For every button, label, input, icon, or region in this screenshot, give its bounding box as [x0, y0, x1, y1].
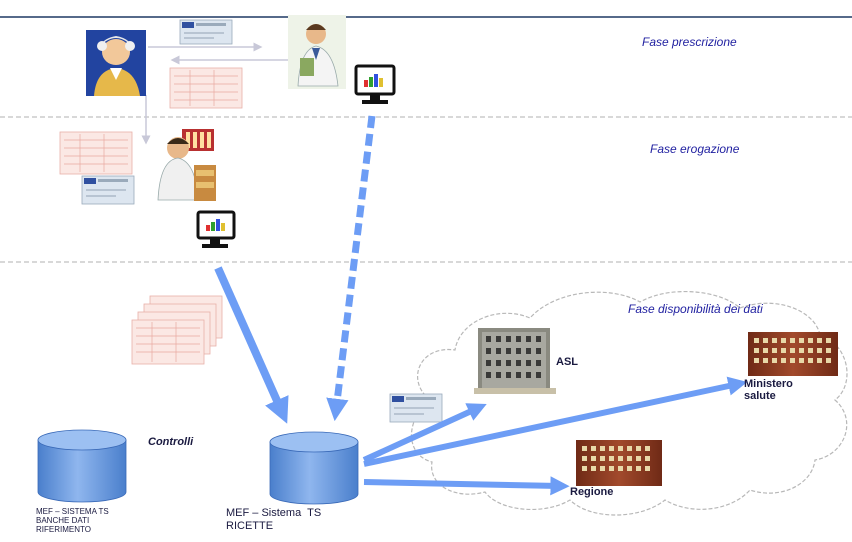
controlli-label: Controlli — [148, 436, 194, 448]
db-center-caption-line1: MEF – Sistema TS — [226, 507, 322, 519]
health-card-icon — [389, 393, 443, 423]
db-center-caption: MEF – Sistema TS RICETTE — [226, 507, 321, 533]
phase-label-disponibilita: Fase disponibilità dei dati — [628, 302, 763, 316]
database-icon — [37, 429, 127, 503]
phase-label-prescrizione: Fase prescrizione — [642, 35, 737, 49]
health-card-icon — [179, 19, 233, 45]
building-icon — [474, 328, 556, 394]
doctor-icon — [288, 15, 346, 89]
ministero-label: Ministero salute — [744, 378, 793, 402]
db-center-caption-line2: RICETTE — [226, 520, 274, 532]
db-left-caption-line2: BANCHE DATI — [36, 516, 90, 525]
ministero-label-line2: salute — [744, 390, 776, 402]
computer-icon — [354, 64, 396, 104]
patient-icon — [86, 30, 146, 96]
ministero-label-line1: Ministero — [744, 378, 793, 390]
prescription-stack-icon — [131, 295, 223, 365]
regione-label: Regione — [570, 486, 614, 498]
building-icon — [748, 332, 838, 376]
database-icon — [269, 431, 359, 505]
prescription-form-icon — [59, 131, 133, 175]
db-left-caption-line3: RIFERIMENTO — [36, 525, 91, 534]
pharmacist-icon — [157, 129, 216, 201]
asl-label: ASL — [556, 356, 578, 368]
health-card-icon — [81, 175, 135, 205]
arrow-doctor-to-db — [326, 115, 376, 422]
phase-label-erogazione: Fase erogazione — [650, 142, 740, 156]
computer-icon — [196, 210, 236, 248]
building-icon — [576, 440, 662, 486]
db-left-caption-line1: MEF – SISTEMA TS — [36, 507, 109, 516]
arrow-pharmacy-to-db — [214, 266, 289, 424]
arrow-db-to-regione — [363, 476, 570, 496]
db-left-caption: MEF – SISTEMA TS BANCHE DATI RIFERIMENTO — [36, 507, 109, 534]
arrow-db-to-asl — [362, 403, 487, 463]
prescription-form-icon — [169, 67, 243, 109]
arrow-db-to-ministero — [363, 376, 748, 467]
